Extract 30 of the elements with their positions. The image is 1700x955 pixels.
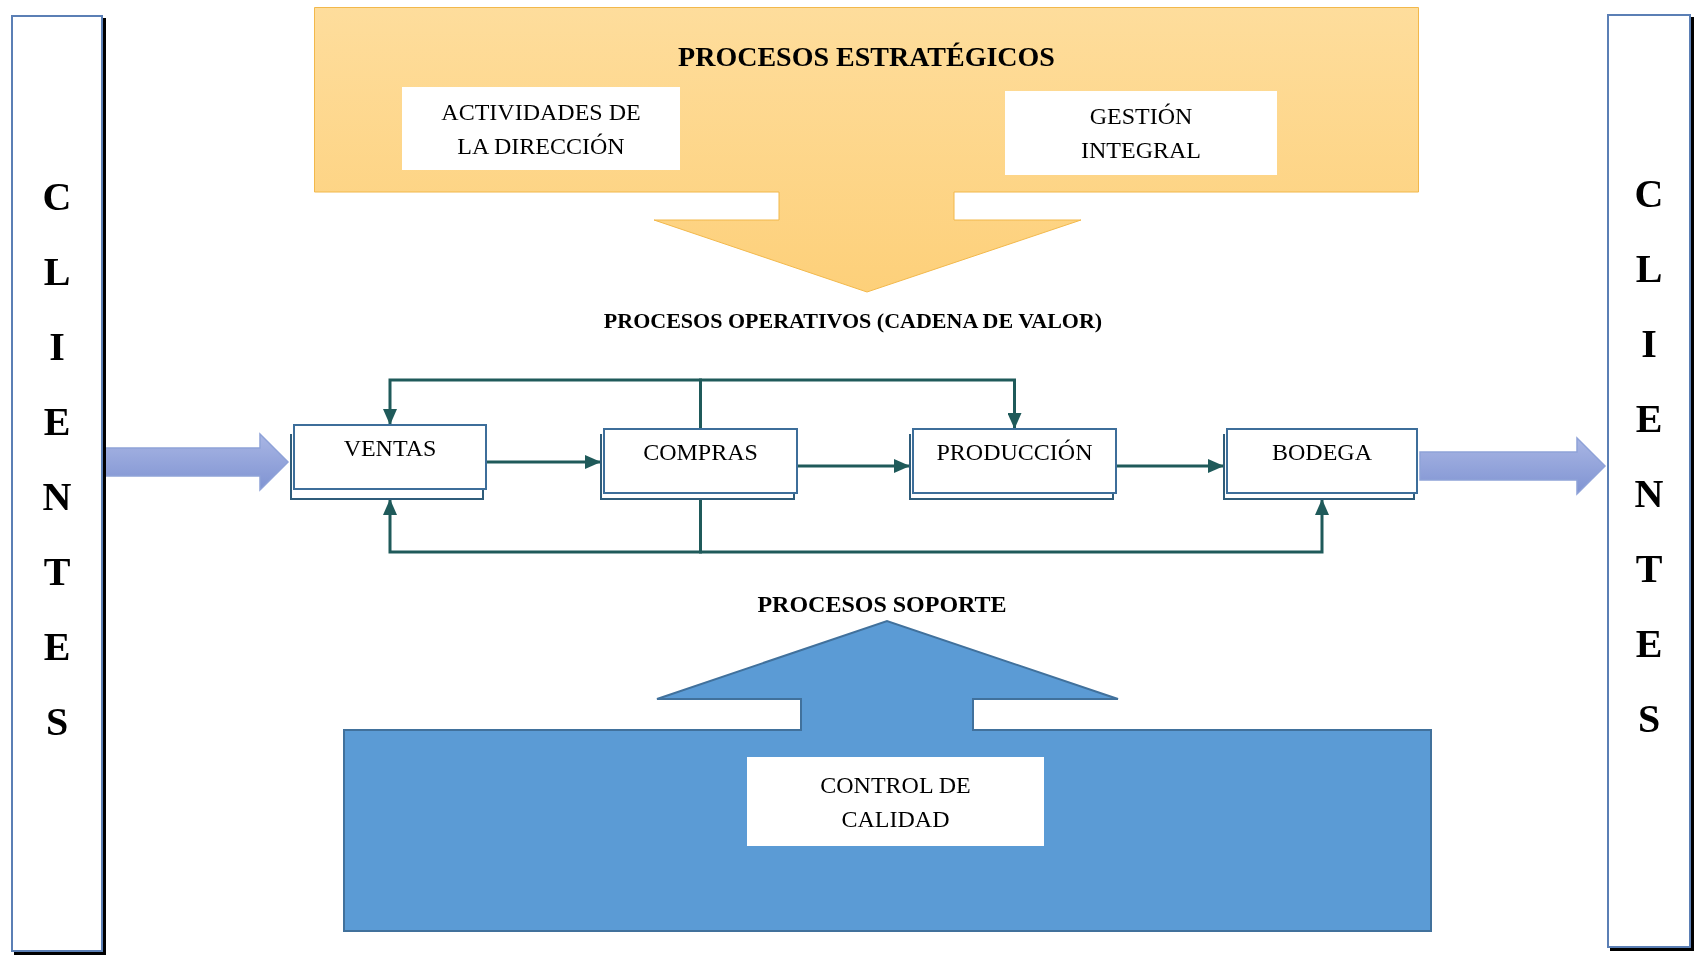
process-box: [600, 428, 798, 500]
vertical-label: CLIENTES: [41, 172, 73, 746]
process-box: [290, 424, 487, 500]
box-text: PRODUCCIÓN: [936, 440, 1093, 464]
strategic-process-panel: [314, 7, 1419, 293]
connector-arrow: [699, 499, 1329, 554]
box-text: BODEGA: [1272, 440, 1372, 464]
block-arrow: [104, 432, 290, 492]
panel-heading: PROCESOS ESTRATÉGICOS: [677, 43, 1056, 71]
box-text: VENTAS: [343, 436, 437, 460]
text-box: [402, 87, 680, 170]
connector-arrow: [798, 459, 910, 473]
connector-arrow: [699, 378, 1022, 429]
vertical-label: CLIENTES: [1633, 170, 1665, 743]
box-text: CONTROL DE CALIDAD: [819, 770, 972, 834]
block-arrow: [1419, 436, 1607, 496]
box-text: COMPRAS: [643, 440, 758, 464]
panel-heading: PROCESOS SOPORTE: [756, 592, 1008, 616]
text-box: [747, 757, 1044, 846]
client-panel: [11, 15, 103, 952]
process-box: [1223, 428, 1418, 500]
connector-arrow: [1117, 459, 1224, 473]
client-panel: [1607, 14, 1691, 948]
text-box: [1005, 91, 1277, 175]
section-heading: PROCESOS OPERATIVOS (CADENA DE VALOR): [602, 310, 1104, 332]
process-box: [909, 428, 1117, 500]
connector-arrow: [383, 499, 702, 554]
box-text: ACTIVIDADES DE LA DIRECCIÓN: [440, 97, 642, 161]
box-text: GESTIÓN INTEGRAL: [1080, 102, 1202, 165]
connector-arrow: [487, 455, 601, 469]
